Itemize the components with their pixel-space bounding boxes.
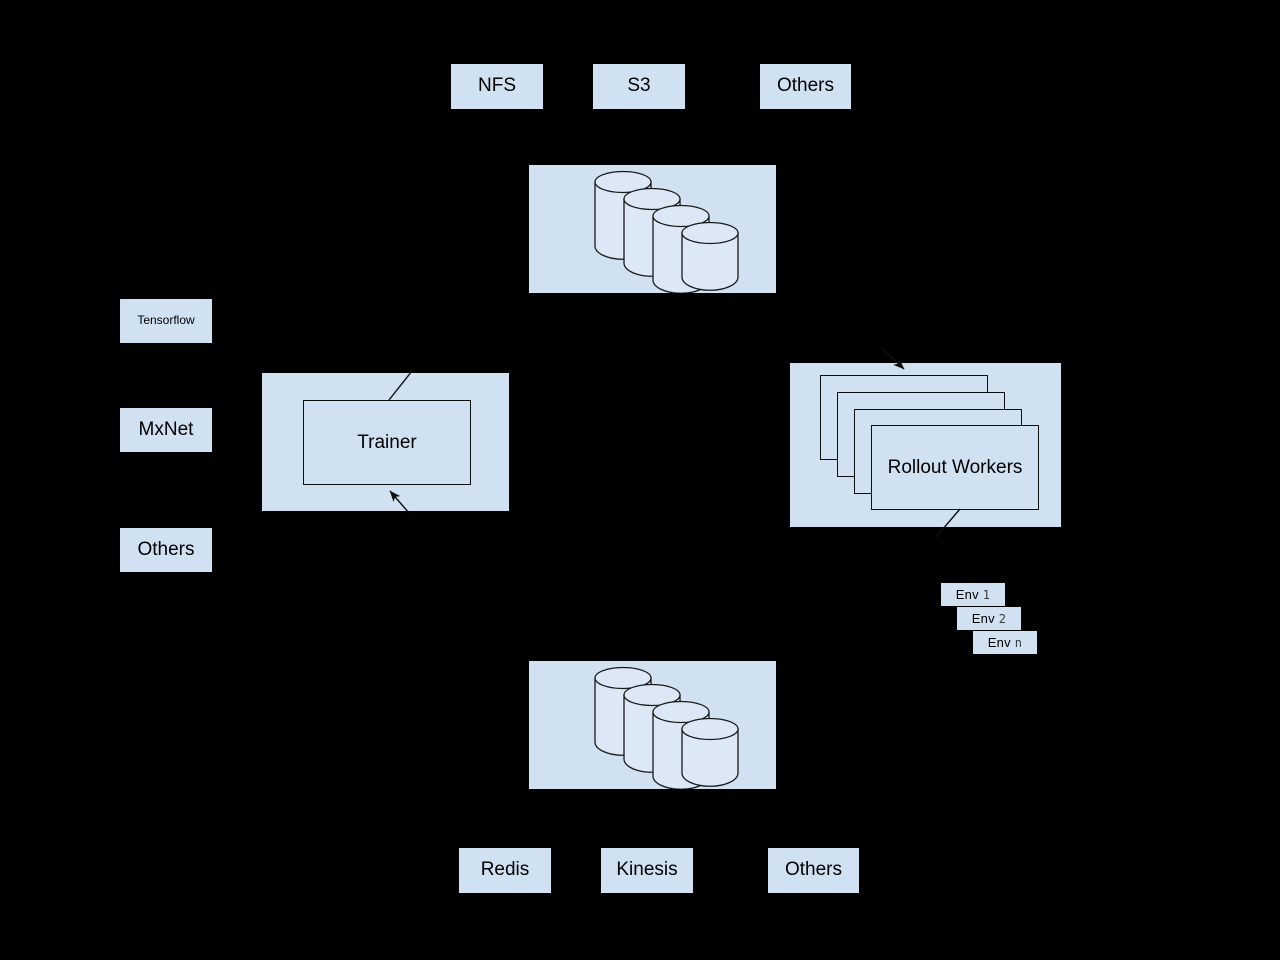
database-cylinder-stack-icon [594,666,739,789]
env-instance-n[interactable]: Env n [973,631,1037,654]
bottom-data-store[interactable] [529,661,776,789]
env-instance-1-index: 1 [982,587,991,602]
storage-backend-nfs[interactable]: NFS [451,64,543,109]
rollout-workers-label: Rollout Workers [887,456,1023,478]
top-data-store[interactable] [529,165,776,293]
env-instance-n-index: n [1014,635,1023,650]
env-instance-1-name: Env [955,587,979,602]
queue-backend-others-label: Others [784,859,843,881]
storage-backend-others[interactable]: Others [760,64,851,109]
env-instance-1[interactable]: Env 1 [941,583,1005,606]
storage-backend-s3-label: S3 [627,75,651,97]
framework-others-label: Others [137,538,195,560]
env-instance-2-index: 2 [998,611,1007,626]
storage-backend-s3[interactable]: S3 [593,64,685,109]
queue-backend-kinesis-label: Kinesis [616,859,678,881]
queue-backend-redis[interactable]: Redis [459,848,551,893]
trainer-box[interactable]: Trainer [303,400,471,485]
queue-backend-others[interactable]: Others [768,848,859,893]
framework-tensorflow-label: Tensorflow [137,313,195,328]
trainer-label: Trainer [357,431,417,453]
storage-backend-others-label: Others [776,75,835,97]
queue-backend-redis-label: Redis [480,859,530,881]
framework-others[interactable]: Others [120,528,212,572]
rollout-worker-stack-1[interactable]: Rollout Workers [871,425,1039,510]
env-instance-n-name: Env [987,635,1011,650]
database-cylinder-stack-icon [594,170,739,293]
storage-backend-nfs-label: NFS [478,75,516,97]
env-instance-2[interactable]: Env 2 [957,607,1021,630]
env-instance-2-name: Env [971,611,995,626]
framework-tensorflow[interactable]: Tensorflow [120,299,212,343]
framework-mxnet[interactable]: MxNet [120,408,212,452]
queue-backend-kinesis[interactable]: Kinesis [601,848,693,893]
framework-mxnet-label: MxNet [138,418,194,440]
